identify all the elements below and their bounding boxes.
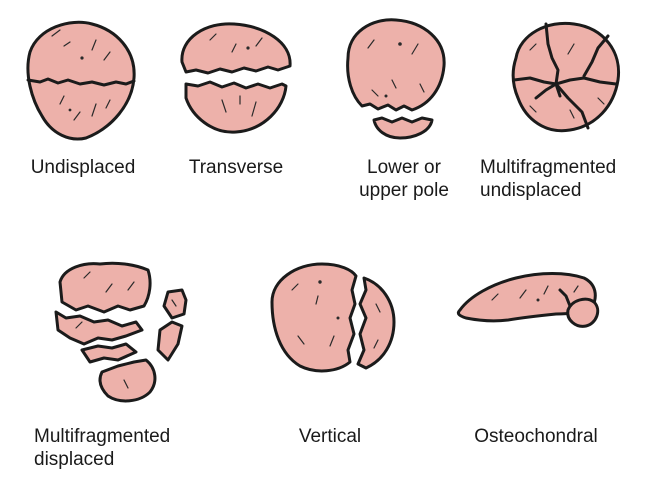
patella-multifragmented-undisplaced: [513, 23, 618, 130]
label-transverse: Transverse: [170, 156, 302, 179]
patella-vertical: [272, 264, 394, 371]
label-osteochondral: Osteochondral: [456, 425, 616, 448]
label-vertical: Vertical: [280, 425, 380, 448]
patella-pole: [348, 20, 445, 138]
label-multifragmented-displaced: Multifragmented displaced: [34, 425, 210, 471]
label-pole: Lower or upper pole: [348, 156, 460, 202]
label-multifragmented-undisplaced: Multifragmented undisplaced: [480, 156, 648, 202]
patella-osteochondral: [458, 274, 597, 327]
patella-transverse: [182, 24, 290, 132]
label-undisplaced: Undisplaced: [12, 156, 154, 179]
patella-undisplaced: [28, 22, 134, 139]
patella-multifragmented-displaced: [56, 263, 186, 401]
